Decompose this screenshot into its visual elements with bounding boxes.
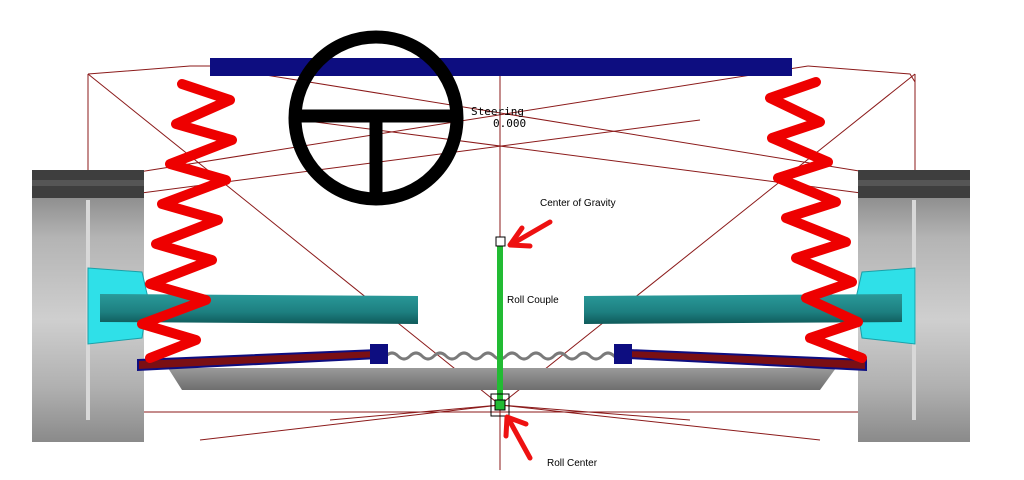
steering-wheel-icon (288, 30, 464, 206)
right-bushing (614, 344, 632, 364)
geometry-lines (87, 65, 916, 470)
left-bushing (370, 344, 388, 364)
roll-center-arrow (503, 414, 533, 461)
left-control-arm (100, 294, 418, 324)
cg-marker (495, 236, 506, 247)
roll-center-label: Roll Center (547, 458, 598, 469)
roll-center-point (494, 399, 506, 411)
center-of-gravity-label: Center of Gravity (540, 198, 616, 209)
roll-couple-label: Roll Couple (507, 295, 559, 306)
right-spring (765, 77, 867, 363)
steering-value: 0.000 (493, 117, 526, 130)
roll-couple-bar (497, 242, 503, 404)
cg-arrow (507, 219, 553, 249)
roll-center-marker (490, 393, 510, 417)
steering-label: Steering (471, 105, 524, 118)
anti-roll-bar (384, 351, 628, 361)
body-bar (210, 58, 792, 76)
left-spring (137, 79, 237, 363)
right-lower-link (627, 348, 867, 372)
